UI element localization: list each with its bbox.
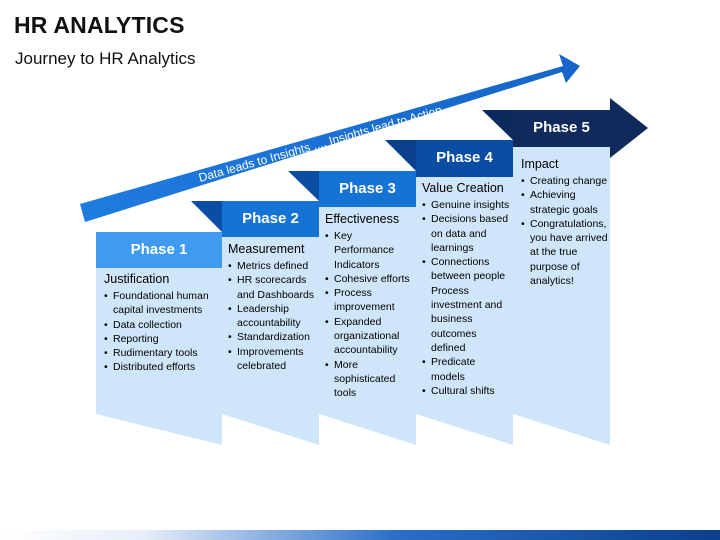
phase-2-heading: Measurement (228, 242, 305, 256)
bullet-item: Improvements celebrated (228, 345, 318, 374)
bullet-item: Process improvement (325, 286, 415, 315)
phase-2-label: Phase 2 (242, 210, 299, 227)
phase-4-label: Phase 4 (436, 149, 493, 166)
phase-5-label: Phase 5 (533, 119, 590, 136)
phase-5-fold (482, 110, 513, 140)
bullet-item: Congratulations, you have arrived at the… (521, 217, 609, 288)
phase-1-label: Phase 1 (130, 241, 188, 258)
phase-5-content: Impact Creating change Achieving strateg… (521, 157, 609, 288)
bullet-item: Predicate models (422, 355, 512, 384)
bullet-item: Leadership accountability (228, 302, 318, 331)
bullet-item: Cohesive efforts (325, 272, 415, 287)
bullet-item: Foundational human capital investments (104, 289, 218, 318)
bullet-item: Standardization (228, 330, 318, 345)
footer-gradient-bar (0, 530, 720, 540)
bullet-item: HR scorecards and Dashboards (228, 273, 318, 302)
phase-4-fold (385, 140, 416, 171)
phase-3-heading: Effectiveness (325, 212, 400, 226)
phase-3-label: Phase 3 (339, 180, 396, 197)
page-title: HR ANALYTICS (14, 12, 185, 38)
bullet-item: Data collection (104, 318, 218, 333)
phase-2-bullets: Metrics defined HR scorecards and Dashbo… (228, 259, 318, 373)
phase-1-header (96, 232, 222, 268)
bullet-item: Creating change (521, 174, 609, 189)
phase-5-heading: Impact (521, 157, 559, 171)
bullet-item: Key Performance Indicators (325, 229, 415, 272)
phase-1-bullets: Foundational human capital investments D… (104, 289, 218, 375)
bullet-item: Genuine insights (422, 198, 512, 213)
bullet-item: Distributed efforts (104, 360, 218, 374)
phase-5-header (513, 98, 648, 158)
phase-5-bullets: Creating change Achieving strategic goal… (521, 174, 609, 288)
phase-3-bullets: Key Performance Indicators Cohesive effo… (325, 229, 415, 401)
phase-1-content: Justification Foundational human capital… (104, 272, 218, 375)
phase-1-heading: Justification (104, 272, 170, 286)
bullet-item: More sophisticated tools (325, 358, 415, 401)
bullet-item: Connections between people Process inves… (422, 255, 512, 355)
bullet-item: Expanded organizational accountability (325, 315, 415, 358)
phase-4-heading: Value Creation (422, 181, 504, 195)
bullet-item: Cultural shifts (422, 384, 512, 398)
phase-3-content: Effectiveness Key Performance Indicators… (325, 212, 415, 401)
page-subtitle: Journey to HR Analytics (15, 49, 196, 68)
phase-3-fold (288, 171, 319, 201)
phase-4-content: Value Creation Genuine insights Decision… (422, 181, 512, 398)
bullet-item: Rudimentary tools (104, 346, 218, 361)
phase-2-fold (191, 201, 222, 232)
bullet-item: Metrics defined (228, 259, 318, 274)
phase-4-bullets: Genuine insights Decisions based on data… (422, 198, 512, 398)
bullet-item: Achieving strategic goals (521, 188, 609, 217)
bullet-item: Decisions based on data and learnings (422, 212, 512, 255)
phase-4-header (416, 140, 513, 177)
bullet-item: Reporting (104, 332, 218, 347)
phase-3-header (319, 171, 416, 207)
phase-2-content: Measurement Metrics defined HR scorecard… (228, 242, 318, 373)
phase-2-header (222, 201, 319, 237)
